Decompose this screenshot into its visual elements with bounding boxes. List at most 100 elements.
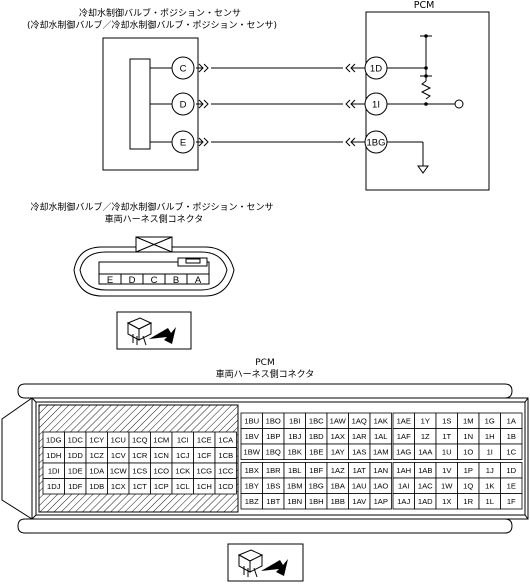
pin-label: 1AF xyxy=(397,432,411,441)
pin-label: 1P xyxy=(464,466,473,475)
sensor-connector-subtitle: 車両ハーネス側コネクタ xyxy=(105,213,204,225)
pin-label: 1AH xyxy=(396,466,411,475)
pin-label: 1CN xyxy=(154,451,169,460)
sensor-connector-terminals: E D C B A xyxy=(107,275,202,286)
pin-label: 1BI xyxy=(289,417,300,426)
svg-text:D: D xyxy=(180,100,187,111)
pin-label: 1DE xyxy=(68,467,83,476)
pin-label: 1DB xyxy=(89,482,104,491)
pin-label: 1BK xyxy=(288,448,302,457)
pin-cell xyxy=(500,493,523,510)
pin-label: 1AX xyxy=(331,432,345,441)
pin-label: 1CM xyxy=(153,436,169,445)
pin-label: 1BZ xyxy=(245,497,259,506)
pcm-connector-subtitle: 車両ハーネス側コネクタ xyxy=(216,368,315,380)
pin-label: 1F xyxy=(507,497,516,506)
pin-label: 1R xyxy=(463,497,473,506)
terminal-label: B xyxy=(173,275,179,286)
pin-label: 1BC xyxy=(309,417,324,426)
pin-label: 1AZ xyxy=(331,466,345,475)
pin-label: 1H xyxy=(485,432,495,441)
terminal-label: A xyxy=(195,275,202,286)
harness-wires xyxy=(196,67,366,143)
pin-label: 1U xyxy=(442,448,452,457)
pin-label: 1BB xyxy=(331,497,345,506)
junction-dot xyxy=(424,74,428,78)
pin-label: 1AU xyxy=(352,482,367,491)
pin-label: 1CK xyxy=(175,467,190,476)
pin-label: 1AG xyxy=(396,448,411,457)
sensor-pin-d: D xyxy=(171,92,195,116)
pin-label: 1AN xyxy=(373,466,388,475)
sensor-connector-title: 冷却水制御バルブ／冷却水制御バルブ・ポジション・センサ xyxy=(30,201,273,213)
pin-label: 1CT xyxy=(133,482,148,491)
pin-label: 1BT xyxy=(266,497,280,506)
pin-label: 1AA xyxy=(418,448,433,457)
view-direction-icon xyxy=(116,311,192,350)
pin-label: 1AJ xyxy=(397,497,410,506)
pin-label: 1AY xyxy=(331,448,345,457)
sensor-title: 冷却水制御バルブ・ポジション・センサ xyxy=(79,7,241,19)
pin-label: 1CC xyxy=(218,467,234,476)
pin-label: 1BV xyxy=(245,432,260,441)
pin-label: 1BG xyxy=(309,482,324,491)
pin-label: 1BM xyxy=(287,482,303,491)
pin-label: 1V xyxy=(442,466,452,475)
pin-label: 1AK xyxy=(374,417,388,426)
pcm-pin-1i: 1I xyxy=(364,92,388,116)
pin-label: 1BQ xyxy=(266,448,281,457)
pin-label: 1X xyxy=(442,497,451,506)
pin-label: 1L xyxy=(486,497,494,506)
pin-label: 1CQ xyxy=(132,436,148,445)
pcm-connector-title: PCM xyxy=(255,358,274,368)
pin-label: 1N xyxy=(463,432,473,441)
pcm-pin-1bg: 1BG xyxy=(364,130,388,154)
pin-label: 1BN xyxy=(287,497,302,506)
pin-label: 1CS xyxy=(132,467,147,476)
pin-cell xyxy=(369,443,392,460)
pin-label: 1DD xyxy=(68,451,84,460)
pin-label: 1BF xyxy=(309,466,323,475)
pin-label: 1O xyxy=(463,448,473,457)
junction-dot xyxy=(424,66,428,70)
pin-cell xyxy=(500,443,523,460)
pin-label: 1AM xyxy=(373,448,389,457)
svg-text:1D: 1D xyxy=(370,64,382,75)
svg-text:E: E xyxy=(180,138,186,149)
pin-label: 1W xyxy=(441,482,453,491)
svg-text:C: C xyxy=(180,64,187,75)
pin-label: 1CZ xyxy=(90,451,105,460)
pin-label: 1BS xyxy=(266,482,280,491)
pin-label: 1AD xyxy=(418,497,433,506)
sensor-pin-e: E xyxy=(171,130,195,154)
pin-label: 1BO xyxy=(266,417,281,426)
pin-cell xyxy=(369,493,392,510)
pin-label: 1CP xyxy=(154,482,169,491)
terminal-label: E xyxy=(107,275,113,286)
pin-label: 1CJ xyxy=(176,451,190,460)
pin-label: 1J xyxy=(486,466,494,475)
pin-label: 1C xyxy=(506,448,516,457)
pin-label: 1BL xyxy=(288,466,302,475)
pin-label: 1CW xyxy=(110,467,128,476)
pin-label: 1DH xyxy=(46,451,61,460)
sensor-pin-c: C xyxy=(171,56,195,80)
pin-label: 1G xyxy=(485,417,495,426)
pin-label: 1AS xyxy=(352,448,366,457)
pin-label: 1CE xyxy=(197,436,212,445)
pin-cell xyxy=(214,478,237,495)
pin-label: 1T xyxy=(442,432,451,441)
svg-text:1BG: 1BG xyxy=(366,138,385,149)
pin-label: 1CO xyxy=(153,467,169,476)
pin-label: 1BR xyxy=(266,466,281,475)
pin-label: 1CX xyxy=(111,482,126,491)
pin-label: 1DI xyxy=(48,467,60,476)
pin-label: 1AR xyxy=(352,432,367,441)
pin-label: 1CL xyxy=(176,482,190,491)
pin-label: 1BW xyxy=(244,448,261,457)
pin-label: 1E xyxy=(507,482,516,491)
pin-label: 1DJ xyxy=(47,482,61,491)
pin-label: 1BJ xyxy=(288,432,301,441)
pin-label: 1CB xyxy=(218,451,233,460)
